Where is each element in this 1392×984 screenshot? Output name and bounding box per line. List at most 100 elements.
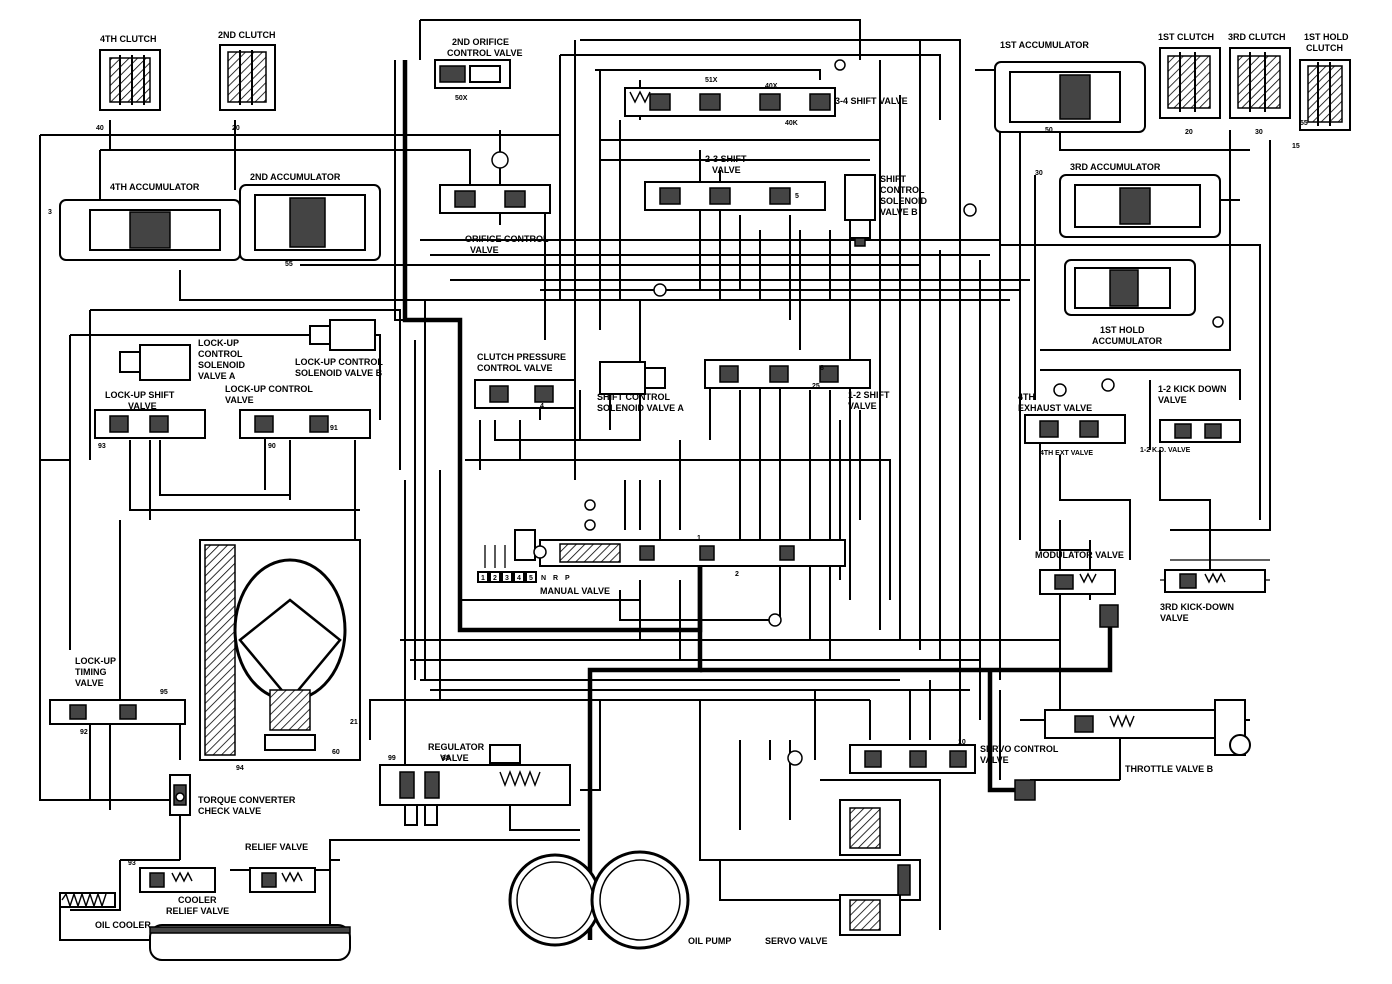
svg-text:RELIEF VALVE: RELIEF VALVE: [166, 906, 229, 916]
svg-text:VALVE: VALVE: [225, 395, 254, 405]
clutch-4th-label: 4TH CLUTCH: [100, 34, 157, 44]
svg-text:SHIFT: SHIFT: [880, 174, 907, 184]
svg-text:40: 40: [96, 125, 104, 132]
svg-text:OIL PUMP: OIL PUMP: [688, 936, 731, 946]
shift-valve-3-4: 3-4 SHIFT VALVE 40K: [624, 87, 908, 127]
svg-text:ORIFICE CONTROL: ORIFICE CONTROL: [465, 234, 549, 244]
svg-text:91: 91: [330, 425, 338, 432]
svg-text:4: 4: [540, 403, 544, 410]
svg-text:SERVO CONTROL: SERVO CONTROL: [980, 744, 1059, 754]
svg-text:MODULATOR VALVE: MODULATOR VALVE: [1035, 550, 1124, 560]
svg-text:50X: 50X: [455, 95, 468, 102]
svg-text:ACCUMULATOR: ACCUMULATOR: [1092, 336, 1163, 346]
svg-text:3RD CLUTCH: 3RD CLUTCH: [1228, 32, 1286, 42]
cooler-relief-valve: COOLER RELIEF VALVE 93: [128, 860, 229, 916]
svg-text:SHIFT CONTROL: SHIFT CONTROL: [597, 392, 670, 402]
svg-text:EXHAUST VALVE: EXHAUST VALVE: [1018, 403, 1092, 413]
lockup-shift-valve: LOCK-UP SHIFT VALVE 93: [94, 390, 206, 450]
svg-text:40K: 40K: [785, 120, 798, 127]
svg-text:CONTROL VALVE: CONTROL VALVE: [447, 48, 523, 58]
svg-text:3RD KICK-DOWN: 3RD KICK-DOWN: [1160, 602, 1234, 612]
svg-text:5: 5: [795, 193, 799, 200]
svg-text:93: 93: [98, 443, 106, 450]
clutch-1st: 1ST CLUTCH 20: [1158, 32, 1221, 136]
svg-text:55: 55: [285, 261, 293, 268]
svg-text:3RD ACCUMULATOR: 3RD ACCUMULATOR: [1070, 162, 1161, 172]
throttle-valve-b: THROTTLE VALVE B: [1044, 699, 1251, 774]
svg-text:VALVE A: VALVE A: [198, 371, 236, 381]
svg-text:20: 20: [1185, 129, 1193, 136]
svg-text:SOLENOID VALVE B: SOLENOID VALVE B: [295, 368, 383, 378]
svg-text:3: 3: [505, 575, 509, 582]
svg-text:92: 92: [80, 729, 88, 736]
svg-text:3: 3: [48, 209, 52, 216]
svg-text:1ST ACCUMULATOR: 1ST ACCUMULATOR: [1000, 40, 1089, 50]
svg-text:50: 50: [1045, 127, 1053, 134]
svg-text:21: 21: [350, 719, 358, 726]
svg-text:SOLENOID: SOLENOID: [198, 360, 246, 370]
svg-text:VALVE: VALVE: [75, 678, 104, 688]
svg-text:VALVE: VALVE: [1160, 613, 1189, 623]
svg-text:CONTROL VALVE: CONTROL VALVE: [477, 363, 553, 373]
svg-text:LOCK-UP CONTROL: LOCK-UP CONTROL: [295, 357, 383, 367]
accumulator-2nd: 2ND ACCUMULATOR 55: [239, 172, 381, 268]
oil-pump: OIL PUMP: [508, 850, 731, 950]
svg-text:RELIEF VALVE: RELIEF VALVE: [245, 842, 308, 852]
modulator-valve: MODULATOR VALVE: [1035, 550, 1124, 628]
svg-text:1ST HOLD: 1ST HOLD: [1100, 325, 1145, 335]
shift-valve-1-2: 1-2 SHIFT VALVE 25: [704, 359, 890, 411]
svg-text:2ND ACCUMULATOR: 2ND ACCUMULATOR: [250, 172, 341, 182]
svg-text:TORQUE CONVERTER: TORQUE CONVERTER: [198, 795, 296, 805]
accumulator-3rd: 3RD ACCUMULATOR 30: [1035, 162, 1221, 238]
manual-position-selector[interactable]: 1 2 3 4 5 N R P: [477, 571, 570, 583]
svg-text:1ST CLUTCH: 1ST CLUTCH: [1158, 32, 1214, 42]
orifice-control-valve-2nd: 2ND ORIFICE CONTROL VALVE 50X: [434, 37, 523, 102]
orifice-control-valve: ORIFICE CONTROL VALVE: [439, 151, 551, 255]
svg-text:1: 1: [697, 535, 701, 542]
svg-text:VALVE: VALVE: [1158, 395, 1187, 405]
servo-valve: SERVO VALVE: [719, 799, 921, 946]
lockup-solenoid-a: LOCK-UP CONTROL SOLENOID VALVE A: [119, 338, 246, 381]
relief-valve: RELIEF VALVE: [245, 842, 316, 893]
svg-text:1ST HOLD: 1ST HOLD: [1304, 32, 1349, 42]
svg-text:SOLENOID: SOLENOID: [880, 196, 928, 206]
oil-strainer: [149, 924, 351, 961]
svg-text:1-2 K.D. VALVE: 1-2 K.D. VALVE: [1140, 447, 1191, 454]
accumulator-1st-hold: 1ST HOLD ACCUMULATOR: [1064, 259, 1196, 346]
svg-text:94: 94: [236, 765, 244, 772]
svg-text:2-3 SHIFT: 2-3 SHIFT: [705, 154, 747, 164]
svg-text:VALVE B: VALVE B: [880, 207, 918, 217]
svg-text:30: 30: [1035, 170, 1043, 177]
svg-text:1: 1: [481, 575, 485, 582]
svg-text:VALVE: VALVE: [848, 401, 877, 411]
svg-text:25: 25: [812, 383, 820, 390]
svg-text:SOLENOID VALVE A: SOLENOID VALVE A: [597, 403, 684, 413]
svg-text:2: 2: [493, 575, 497, 582]
svg-text:REGULATOR: REGULATOR: [428, 742, 485, 752]
svg-text:OIL COOLER: OIL COOLER: [95, 920, 151, 930]
svg-text:51X: 51X: [705, 77, 718, 84]
svg-text:30: 30: [1255, 129, 1263, 136]
accumulator-1st: 1ST ACCUMULATOR 50: [994, 40, 1146, 134]
torque-converter-check-valve: TORQUE CONVERTER CHECK VALVE: [169, 774, 296, 816]
svg-text:MANUAL VALVE: MANUAL VALVE: [540, 586, 610, 596]
kickdown-valve-3rd: 3RD KICK-DOWN VALVE: [1160, 569, 1266, 623]
svg-text:1-2 KICK DOWN: 1-2 KICK DOWN: [1158, 384, 1227, 394]
svg-text:4TH EXT VALVE: 4TH EXT VALVE: [1040, 450, 1093, 457]
clutch-3rd: 3RD CLUTCH 30: [1228, 32, 1291, 136]
svg-text:CLUTCH: CLUTCH: [1306, 43, 1343, 53]
svg-text:1-2 SHIFT: 1-2 SHIFT: [848, 390, 890, 400]
svg-text:VALVE: VALVE: [440, 753, 469, 763]
clutch-4th: 4TH CLUTCH 40: [96, 34, 161, 132]
svg-text:10: 10: [958, 739, 966, 746]
svg-text:2ND ORIFICE: 2ND ORIFICE: [452, 37, 509, 47]
svg-text:6: 6: [820, 365, 824, 372]
servo-control-valve: SERVO CONTROL VALVE 10: [787, 739, 1059, 801]
manual-valve[interactable]: 1 2 3 4 5 N R P MANUAL VALVE: [477, 499, 846, 596]
shift-solenoid-b: SHIFT CONTROL SOLENOID VALVE B: [844, 174, 928, 247]
svg-text:TIMING: TIMING: [75, 667, 107, 677]
clutch-2nd-label: 2ND CLUTCH: [218, 30, 276, 40]
svg-text:99: 99: [388, 755, 396, 762]
svg-text:VALVE: VALVE: [470, 245, 499, 255]
